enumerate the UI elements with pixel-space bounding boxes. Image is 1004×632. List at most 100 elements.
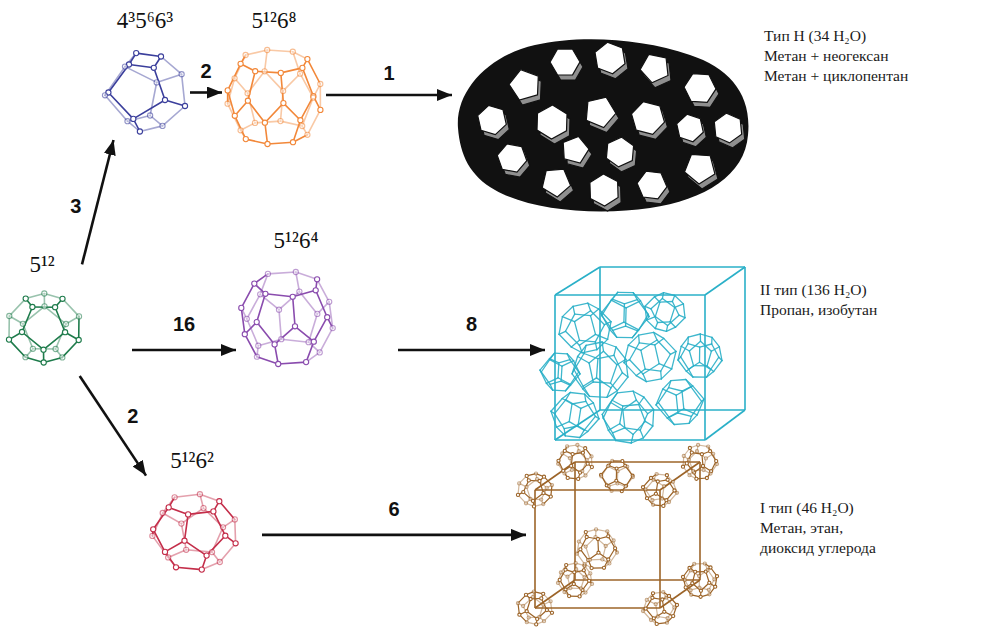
cage-vertex: [584, 531, 587, 534]
cage-edge: [655, 338, 664, 345]
cage-edge: [679, 315, 685, 318]
cage-edge: [697, 399, 704, 415]
cage-vertex: [166, 555, 171, 560]
cage-vertex: [233, 541, 238, 546]
cage-edge: [302, 68, 313, 96]
cage-edge: [707, 370, 711, 378]
structure-description: II тип (136 H₂O)Пропан, изобутан: [760, 280, 877, 320]
cage-edge: [669, 417, 674, 424]
cage-edge: [639, 343, 655, 345]
arrow-connector: [262, 534, 526, 537]
cage-edge: [570, 372, 578, 384]
cage-vertex: [311, 95, 316, 100]
cage-edge: [631, 434, 633, 443]
cage-edge: [105, 67, 125, 96]
cage-edge: [575, 322, 580, 341]
cage-vertex: [584, 591, 587, 594]
cage-edge: [630, 360, 643, 374]
cage-edge: [681, 357, 689, 370]
cage-vertex: [225, 101, 230, 106]
cage-edge: [228, 104, 241, 131]
cage-edge: [661, 369, 671, 379]
cage-edge: [596, 334, 608, 339]
cage-vertex: [608, 562, 611, 565]
cage-vertex: [199, 567, 204, 572]
cage-edge: [283, 103, 300, 120]
cage-edge: [265, 294, 292, 297]
cage-vertex: [570, 464, 573, 467]
cage-vertex: [692, 469, 695, 472]
cage-vertex: [197, 492, 202, 497]
cage-edge: [607, 388, 611, 398]
cage-vertex: [689, 589, 692, 592]
cage-vertex: [254, 354, 259, 359]
cage-edge: [571, 374, 581, 385]
cage-vertex: [577, 540, 580, 543]
cage-wireframe: [150, 492, 238, 573]
cage-edge: [278, 362, 306, 364]
cage-vertex: [690, 451, 693, 454]
cage-face: [550, 49, 580, 75]
cage-edge: [682, 386, 693, 391]
cage-edge: [55, 307, 65, 332]
cage-vertex: [531, 596, 534, 599]
cage-edge: [639, 405, 646, 422]
cage-edge: [541, 360, 549, 372]
unit-cell-edge: [600, 266, 745, 268]
cage-vertex: [223, 533, 228, 538]
cage-edge: [671, 380, 686, 381]
unit-cell-edge: [575, 579, 700, 581]
cage-edge: [246, 139, 268, 144]
cage-edge: [711, 337, 713, 344]
cage-edge: [265, 71, 284, 91]
cage-vertex: [516, 602, 519, 605]
structure-type: I тип (46 H₂O): [760, 498, 898, 518]
cage-edge: [22, 307, 32, 332]
cage-edge: [667, 418, 674, 424]
cage-vertex: [566, 445, 569, 448]
cage-edge: [245, 334, 257, 357]
cage-edge: [584, 416, 595, 430]
arrow-connector: [398, 349, 545, 352]
cage-edge: [558, 378, 570, 385]
cage-vertex: [545, 608, 548, 611]
cage-vertex: [305, 132, 310, 137]
cage-edge: [620, 424, 634, 435]
cage-edge: [611, 403, 623, 410]
cage-vertex: [606, 530, 609, 533]
cage-edge: [566, 314, 575, 331]
cage-edge: [569, 404, 572, 422]
cage-vertex: [671, 480, 674, 483]
unit-cell-edge: [554, 295, 556, 440]
cage-edge: [248, 101, 265, 123]
cage-edge: [570, 360, 579, 372]
cage-vertex: [217, 559, 222, 564]
cage-edge: [712, 344, 719, 357]
cage-wireframe: [557, 443, 594, 480]
cage-vertex: [662, 591, 665, 594]
cage-edge: [546, 378, 558, 384]
cage-vertex: [703, 562, 706, 565]
cage-vertex: [611, 459, 614, 462]
cage-vertex: [687, 458, 690, 461]
cage-vertex: [550, 484, 553, 487]
cage-edge: [279, 292, 299, 310]
cage-edge: [638, 335, 640, 343]
cage-vertex: [134, 51, 139, 56]
cage-edge: [707, 351, 711, 366]
cage-edge: [293, 297, 295, 327]
cage-vertex: [695, 450, 698, 453]
cage-vertex: [612, 539, 615, 542]
cage-edge: [675, 296, 684, 304]
cage-edge: [207, 536, 226, 556]
cage-vertex: [652, 503, 655, 506]
cage-edge: [616, 347, 626, 359]
cage-edge: [546, 383, 552, 390]
cage-edge: [687, 337, 689, 344]
cage-vertex: [232, 517, 237, 522]
arrow-connector: [82, 140, 114, 264]
unit-cell-edge: [659, 490, 661, 608]
cage-vertex: [179, 521, 184, 526]
cage-vertex: [542, 603, 545, 606]
cage-edge: [268, 142, 294, 144]
